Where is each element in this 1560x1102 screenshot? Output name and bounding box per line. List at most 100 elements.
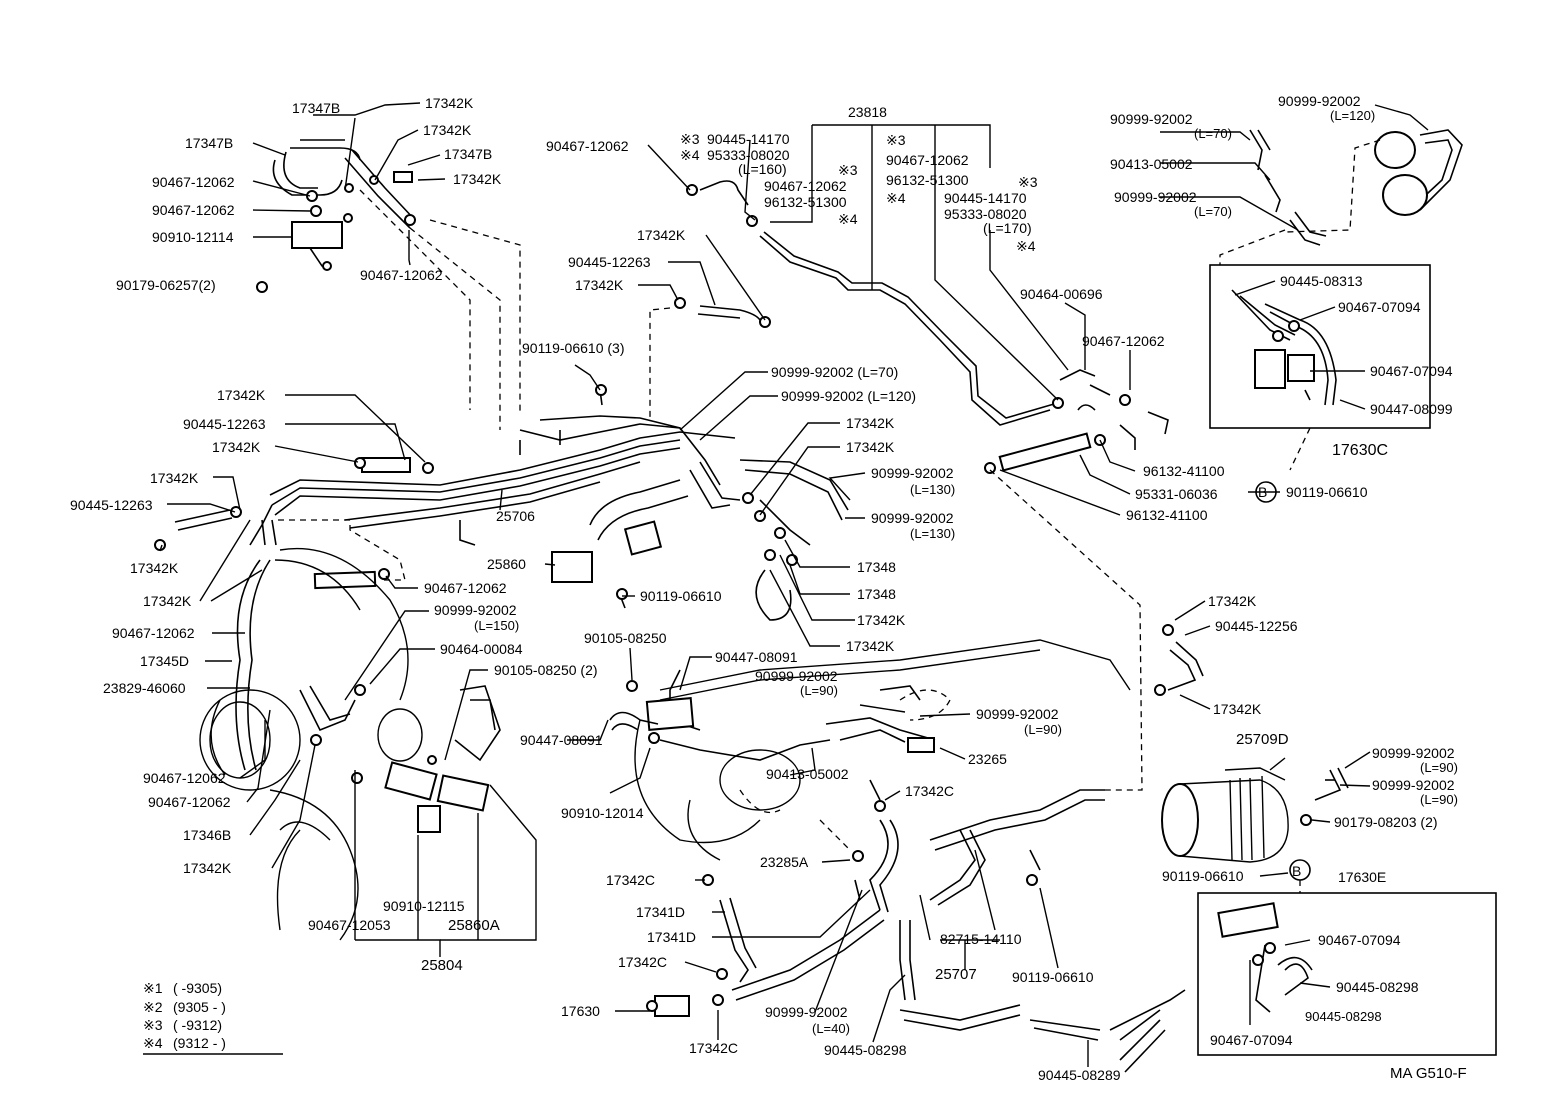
part-label: 90445-12263 <box>70 497 153 513</box>
canister-25709d <box>1154 624 1349 863</box>
marker-b-upper <box>1255 481 1277 503</box>
part-label: 90447-08091 <box>715 649 798 665</box>
part-label: 90119-06610 <box>1286 484 1368 500</box>
legend-range: (9305 - ) <box>173 999 226 1015</box>
manifold-center <box>609 639 1186 1073</box>
part-label: ※3 <box>680 131 700 147</box>
part-label: 25860 <box>487 556 526 572</box>
part-label: 90999-92002 <box>434 602 517 618</box>
part-label: 95333-08020 <box>944 206 1027 222</box>
part-label: 90445-12256 <box>1215 618 1298 634</box>
part-label: 17342C <box>905 783 954 799</box>
part-label: 90999-92002 <box>1278 93 1361 109</box>
part-label: 90445-08298 <box>1336 979 1419 995</box>
part-label: 90467-07094 <box>1210 1032 1293 1048</box>
legend-range: (9312 - ) <box>173 1035 226 1051</box>
part-label: 90119-06610 (3) <box>522 340 624 356</box>
part-label: 90179-08203 (2) <box>1334 814 1438 830</box>
marker-b-lower-text: B <box>1292 863 1301 879</box>
part-label: 25860A <box>448 917 500 934</box>
part-label: 96132-51300 <box>886 172 969 188</box>
part-label: (L=90) <box>800 683 838 698</box>
part-label: 90413-05002 <box>1110 156 1193 172</box>
part-label: 17342C <box>618 954 667 970</box>
legend-mark: ※4 <box>143 1035 163 1051</box>
part-label: 90467-12062 <box>148 794 231 810</box>
part-label: 25707 <box>935 966 977 983</box>
part-label: 96132-51300 <box>764 194 847 210</box>
part-label: 17342C <box>689 1040 738 1056</box>
part-label: 90999-92002 <box>871 510 954 526</box>
part-label: 17341D <box>636 904 685 920</box>
part-label: (L=90) <box>1420 792 1458 807</box>
detail-box-17630e <box>1197 880 1497 1056</box>
part-label: 90445-12263 <box>568 254 651 270</box>
part-label: 96132-41100 <box>1143 463 1225 479</box>
part-label: 17342K <box>143 593 192 609</box>
part-label: 90445-08298 <box>824 1042 907 1058</box>
part-label: 17345D <box>140 653 189 669</box>
box-c-title: 17630C <box>1332 442 1388 459</box>
part-label: 17630 <box>561 1003 600 1019</box>
part-label: 90467-12062 <box>546 138 629 154</box>
part-label: 90119-06610 <box>1162 868 1244 884</box>
part-label: 90999-92002 (L=120) <box>781 388 916 404</box>
legend-mark: ※1 <box>143 980 163 996</box>
part-label: 90999-92002 <box>871 465 954 481</box>
part-label: ※4 <box>886 190 906 206</box>
part-label: 90467-12062 <box>143 770 226 786</box>
part-label: (L=150) <box>474 618 519 633</box>
part-label: 90999-92002 <box>755 668 838 684</box>
part-label: (L=170) <box>983 220 1032 236</box>
legend-range: ( -9312) <box>173 1017 222 1033</box>
detail-box-17630c <box>1209 229 1431 471</box>
part-label: 17342K <box>575 277 624 293</box>
part-label: 90445-14170 <box>944 190 1027 206</box>
part-label: 25706 <box>496 508 535 524</box>
part-label: 17342K <box>212 439 261 455</box>
part-label: 17342K <box>846 415 895 431</box>
hose-group-top-right <box>1249 129 1463 246</box>
part-label: 25804 <box>421 957 463 974</box>
part-label: 90464-00084 <box>440 641 523 657</box>
part-label: 90105-08250 <box>584 630 667 646</box>
part-label: ※4 <box>1016 238 1036 254</box>
part-label: (L=130) <box>910 482 955 497</box>
part-label: 95331-06036 <box>1135 486 1218 502</box>
part-label: 90999-92002 <box>765 1004 848 1020</box>
part-label: 23285A <box>760 854 809 870</box>
part-label: 17347B <box>292 100 340 116</box>
part-label: 90119-06610 <box>1012 969 1094 985</box>
part-label: 90445-08298 <box>1305 1009 1382 1024</box>
part-label: 90447-08099 <box>1370 401 1453 417</box>
part-label: 17348 <box>857 559 896 575</box>
pipe-bundle-center <box>154 415 736 771</box>
part-label: 95333-08020 <box>707 147 790 163</box>
legend-mark: ※3 <box>143 1017 163 1033</box>
part-label: 90467-12062 <box>424 580 507 596</box>
part-label: (L=160) <box>738 161 787 177</box>
vsv-bracket-upper-left <box>256 139 521 430</box>
part-label: 17342K <box>637 227 686 243</box>
part-label: 90447-08091 <box>520 732 603 748</box>
part-label: 90467-12062 <box>112 625 195 641</box>
part-labels: 17347B 17342K 17342K 17347B 17342K 17347… <box>70 93 1458 1083</box>
part-label: 90467-12062 <box>764 178 847 194</box>
legend-range: ( -9305) <box>173 980 222 996</box>
part-label: (L=130) <box>910 526 955 541</box>
part-label: 90999-92002 (L=70) <box>771 364 898 380</box>
marker-b-lower <box>1289 859 1311 881</box>
part-label: 90999-92002 <box>1372 777 1455 793</box>
part-label: (L=90) <box>1420 760 1458 775</box>
part-label: 23265 <box>968 751 1007 767</box>
part-label: 90467-12062 <box>360 267 443 283</box>
hose-group-top <box>595 180 1055 426</box>
part-label: 17342K <box>130 560 179 576</box>
part-label: 23829-46060 <box>103 680 186 696</box>
part-label: 90467-12053 <box>308 917 391 933</box>
part-label: 17342K <box>183 860 232 876</box>
part-label: 90467-12062 <box>1082 333 1165 349</box>
leader-lines <box>159 102 1429 1067</box>
hose-group-lower-left <box>646 874 885 1017</box>
